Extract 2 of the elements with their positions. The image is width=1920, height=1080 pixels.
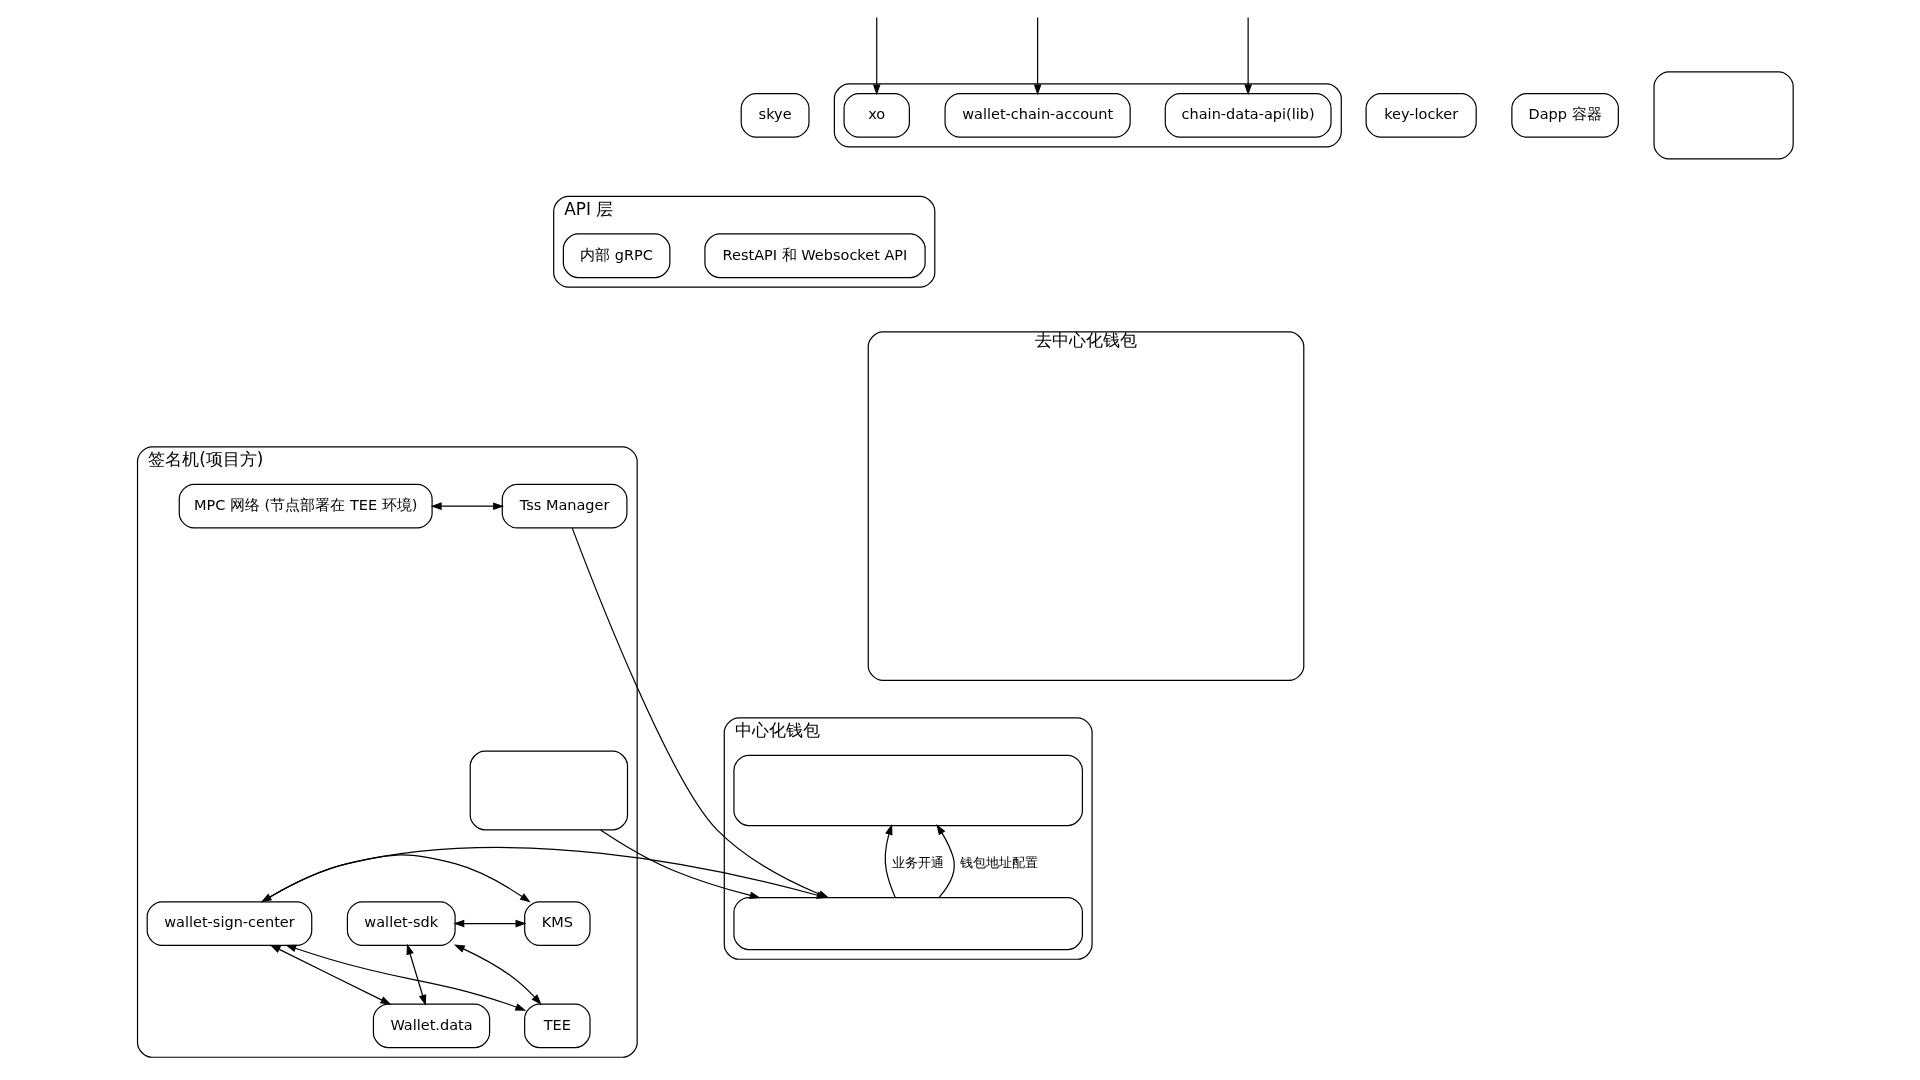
edge-label: 钱包地址配置 bbox=[959, 855, 1038, 871]
edge-label: 业务开通 bbox=[891, 855, 944, 871]
